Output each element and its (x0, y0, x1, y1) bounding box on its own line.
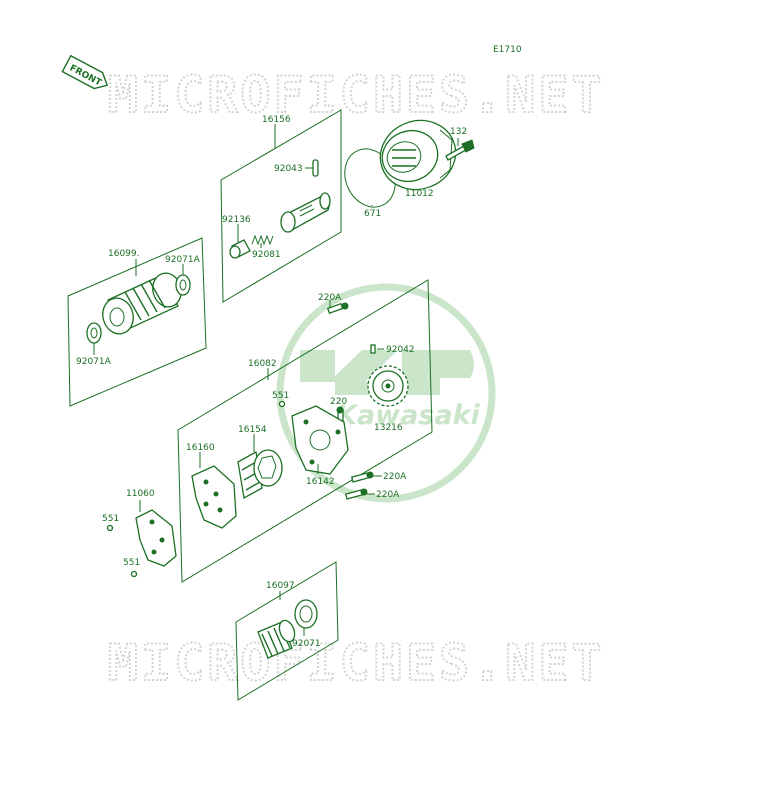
group-frame-16099 (67, 237, 207, 407)
label-11012: 11012 (405, 189, 434, 199)
diagram-code: E1710 (493, 45, 522, 55)
label-92136: 92136 (222, 215, 251, 225)
label-220: 220 (330, 397, 347, 407)
label-16156: 16156 (262, 115, 291, 125)
label-551-low: 551 (123, 558, 140, 568)
bolt-132 (445, 139, 475, 161)
cover-11012 (379, 119, 457, 191)
gasket-11060 (135, 509, 177, 567)
oil-filter-16099 (102, 272, 182, 335)
label-16082: 16082 (248, 359, 277, 369)
label-92071a-top: 92071A (165, 255, 201, 265)
label-220a-low: 220A (376, 490, 400, 500)
bolt-220a-mid (350, 471, 374, 483)
spring-92081 (251, 234, 274, 246)
dowel-551-low (130, 570, 138, 578)
bolt-220a-low (344, 488, 368, 500)
label-220a-mid: 220A (383, 472, 407, 482)
label-132: 132 (450, 127, 467, 137)
washer-92071a-bottom (86, 322, 102, 344)
plate-16160 (191, 465, 237, 529)
pump-body-16142 (291, 405, 349, 475)
watermark-top: MICROFICHES.NET (108, 66, 605, 124)
label-16099: 16099. (108, 249, 140, 259)
dowel-551-left (106, 524, 114, 532)
shaft (280, 192, 331, 233)
label-92081: 92081 (252, 250, 281, 260)
plunger-92136 (229, 239, 251, 259)
label-16142: 16142 (306, 477, 335, 487)
washer-92071 (294, 599, 318, 629)
label-16097: 16097 (266, 581, 295, 591)
rotor-16154 (237, 449, 283, 500)
group-frame-16097 (235, 561, 339, 701)
watermark-bottom: MICROFICHES.NET (108, 634, 605, 692)
label-92042: 92042 (386, 345, 415, 355)
group-frame-16156 (220, 109, 342, 303)
label-16160: 16160 (186, 443, 215, 453)
label-92071: 92071 (292, 639, 321, 649)
label-11060: 11060 (126, 489, 155, 499)
pin-92043 (312, 159, 319, 177)
dowel-551-mid (278, 400, 286, 408)
label-220a-top: 220A (318, 293, 342, 303)
pin-92042 (370, 344, 376, 354)
strainer-16097 (257, 619, 296, 659)
logo-text: Kawasaki (336, 400, 481, 431)
washer-92071a-top (175, 274, 191, 296)
label-16154: 16154 (238, 425, 267, 435)
group-frame-16082 (177, 279, 433, 583)
label-551-left: 551 (102, 514, 119, 524)
gear-13216 (367, 365, 409, 407)
bolt-220a-top (326, 302, 349, 315)
front-arrow-icon: FRONT (61, 54, 109, 90)
label-92043: 92043 (274, 164, 303, 174)
label-13216: 13216 (374, 423, 403, 433)
label-92071a-bottom: 92071A (76, 357, 112, 367)
label-551-mid: 551 (272, 391, 289, 401)
label-671: 671 (364, 209, 381, 219)
